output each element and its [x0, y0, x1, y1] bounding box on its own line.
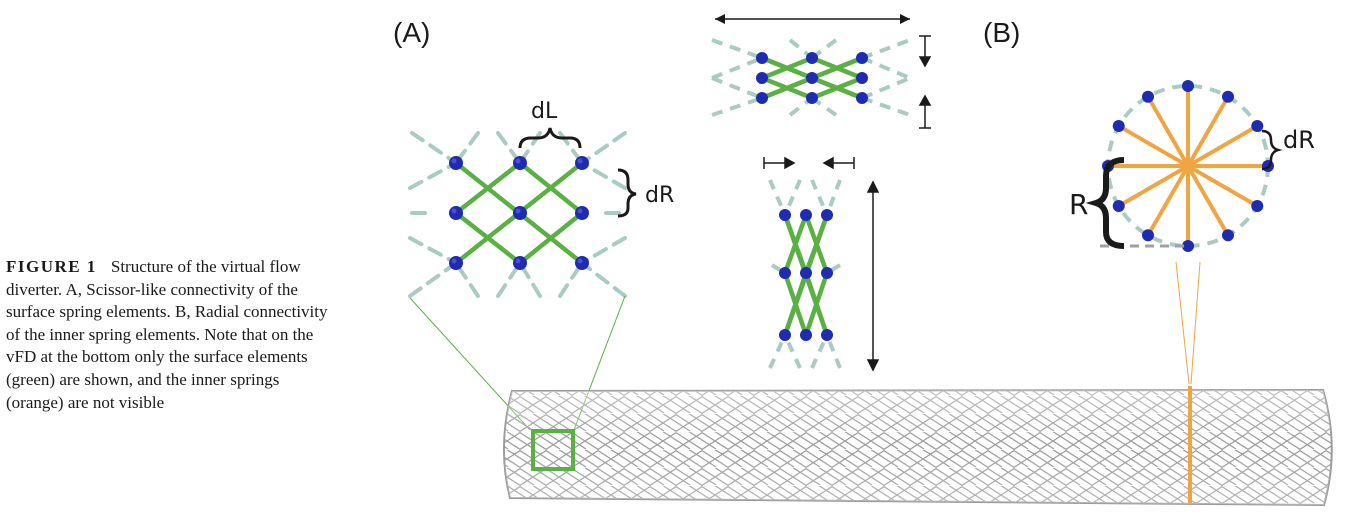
ring-nodes [1102, 80, 1274, 252]
ring-node [1112, 120, 1125, 132]
r-brace [1085, 157, 1125, 249]
inner-spring [1116, 124, 1190, 168]
panel-b-label: (B) [983, 17, 1020, 48]
dl-brace [518, 127, 582, 149]
r-label: R [1069, 188, 1088, 221]
dr-label-b: dR [1283, 126, 1315, 154]
ring-node [1251, 120, 1264, 132]
inner-spring [1186, 94, 1230, 168]
zoom-box [531, 429, 575, 471]
ring-node [1142, 229, 1154, 242]
ring-node [1182, 240, 1194, 252]
dr-label-a: dR [645, 183, 674, 208]
ring-node [1251, 200, 1264, 212]
zoom-line-b-left [1175, 261, 1190, 385]
inner-spring [1146, 94, 1190, 168]
radial-springs: R dR [1069, 80, 1315, 252]
surface-springs [453, 160, 585, 266]
ring-node [1222, 90, 1234, 103]
inner-spring [1146, 164, 1190, 238]
dr-brace-a [617, 168, 637, 218]
dr-brace-b [1261, 129, 1283, 171]
ring-node [1182, 80, 1194, 92]
inner-springs [1106, 84, 1270, 248]
inner-spring [1186, 124, 1260, 168]
ring-node [1112, 200, 1125, 212]
ring-node [1142, 90, 1154, 103]
dl-label: dL [531, 99, 558, 124]
scissor-lattice: dL dR [408, 99, 674, 298]
figure-label: FIGURE 1 [6, 257, 97, 276]
zoom-line-b-right [1190, 261, 1201, 385]
inner-spring [1116, 164, 1190, 208]
caption-text: Structure of the virtual flow diverter. … [6, 257, 328, 412]
inner-spring [1186, 164, 1230, 238]
panel-a-label: (A) [393, 17, 430, 48]
flow-diverter-tube [502, 386, 1333, 507]
stretched-lattice [711, 14, 932, 129]
inner-spring [1186, 164, 1260, 208]
ring-node [1222, 229, 1234, 242]
compressed-lattice [763, 156, 880, 372]
